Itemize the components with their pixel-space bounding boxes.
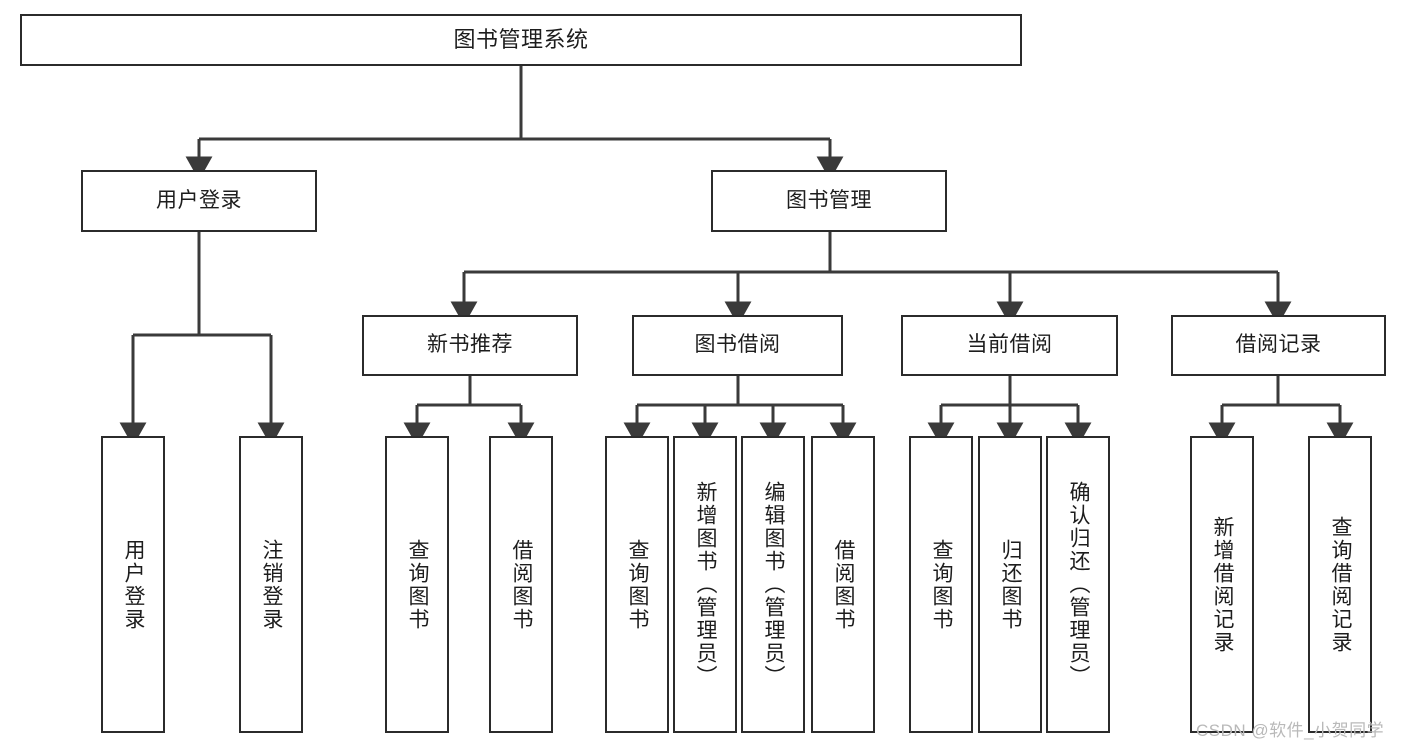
csdn-watermark: CSDN @软件_小贺同学 xyxy=(1196,721,1385,740)
leaf-borrow-book-new[interactable]: 借阅图书 xyxy=(489,436,553,733)
node-label: 用户登录 xyxy=(156,188,242,212)
leaf-edit-book-admin[interactable]: 编辑图书（管理员） xyxy=(741,436,805,733)
leaf-confirm-return-admin[interactable]: 确认归还（管理员） xyxy=(1046,436,1110,733)
node-label: 借阅图书 xyxy=(832,538,856,631)
node-book-management[interactable]: 图书管理 xyxy=(711,170,947,232)
node-label: 借阅记录 xyxy=(1235,333,1322,357)
leaf-query-borrow-record[interactable]: 查询借阅记录 xyxy=(1308,436,1372,733)
leaf-query-book-current[interactable]: 查询图书 xyxy=(909,436,973,733)
node-root-book-management-system[interactable]: 图书管理系统 xyxy=(20,14,1022,66)
node-label: 确认归还（管理员） xyxy=(1067,481,1091,688)
leaf-borrow-book[interactable]: 借阅图书 xyxy=(811,436,875,733)
node-label: 查询借阅记录 xyxy=(1329,515,1353,654)
node-label: 图书管理系统 xyxy=(453,27,589,53)
node-label: 新增图书（管理员） xyxy=(694,481,718,688)
node-label: 查询图书 xyxy=(626,538,650,631)
node-label: 编辑图书（管理员） xyxy=(762,481,786,688)
node-label: 新增借阅记录 xyxy=(1211,515,1235,654)
node-borrow-record[interactable]: 借阅记录 xyxy=(1171,315,1386,376)
leaf-logout-login[interactable]: 注销登录 xyxy=(239,436,303,733)
leaf-return-book[interactable]: 归还图书 xyxy=(978,436,1042,733)
node-label: 归还图书 xyxy=(999,538,1023,631)
node-book-borrow[interactable]: 图书借阅 xyxy=(632,315,843,376)
node-label: 当前借阅 xyxy=(966,333,1053,357)
node-label: 新书推荐 xyxy=(427,333,513,357)
node-label: 查询图书 xyxy=(406,538,430,631)
node-label: 图书借阅 xyxy=(694,333,781,357)
leaf-add-borrow-record[interactable]: 新增借阅记录 xyxy=(1190,436,1254,733)
node-user-login[interactable]: 用户登录 xyxy=(81,170,317,232)
node-current-borrow[interactable]: 当前借阅 xyxy=(901,315,1118,376)
node-new-book-recommend[interactable]: 新书推荐 xyxy=(362,315,578,376)
node-label: 借阅图书 xyxy=(510,538,534,631)
node-label: 图书管理 xyxy=(786,188,872,212)
leaf-add-book-admin[interactable]: 新增图书（管理员） xyxy=(673,436,737,733)
node-label: 查询图书 xyxy=(930,538,954,631)
leaf-query-book-borrow[interactable]: 查询图书 xyxy=(605,436,669,733)
node-label: 注销登录 xyxy=(260,538,284,631)
node-label: 用户登录 xyxy=(122,538,146,631)
leaf-query-book-new[interactable]: 查询图书 xyxy=(385,436,449,733)
leaf-user-login[interactable]: 用户登录 xyxy=(101,436,165,733)
